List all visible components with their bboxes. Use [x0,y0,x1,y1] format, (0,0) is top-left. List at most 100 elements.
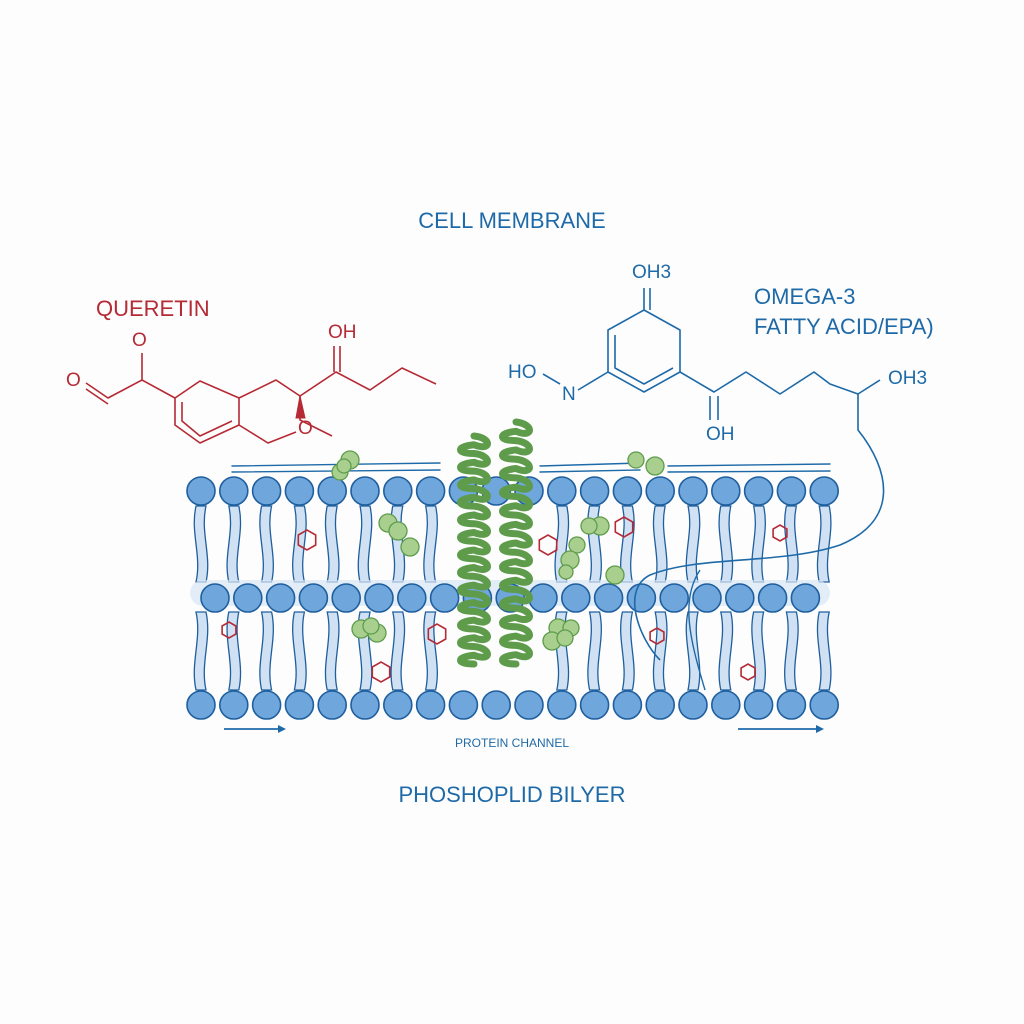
lipid-head [593,583,624,613]
hexagon-molecule-icon [371,661,391,683]
hexagon-molecule-icon [614,516,634,538]
hexagon-molecule-icon [221,621,237,639]
lipid-head [251,476,282,506]
lipid-head [645,690,676,720]
lipid-head [396,583,427,613]
lipid-head [219,476,249,506]
omega3-label-line1: OMEGA-3 [754,284,856,309]
lipid-tail [685,611,701,691]
lipid-tail [193,611,209,691]
lipid-head [710,690,741,720]
quercetin-wedge-bond [295,395,306,419]
lipid-tail [357,505,373,583]
lipid-tail [292,505,307,583]
omega3-atom-oh3-right: OH3 [888,368,928,389]
lipid-head [186,690,216,720]
lipid-tail [718,505,734,583]
membrane-surface-line [539,469,641,473]
green-bead [388,521,408,541]
quercetin-label: QUERETIN [96,296,210,321]
green-bead [568,536,586,554]
lipid-tail [620,611,635,691]
lipid-head [382,476,413,506]
lipid-head [528,583,558,613]
lipid-tail [193,505,209,583]
green-bead [605,565,625,585]
green-bead [362,617,380,635]
lipid-tail [751,505,766,583]
alpha-helix-protein-icon [457,432,491,668]
omega3-chain-tail [633,394,885,661]
lipid-head [448,690,479,720]
quercetin-atom-o-top: O [132,330,147,351]
arrow-right-icon [816,725,824,733]
alpha-helix-protein-icon [499,418,533,668]
lipid-head [317,476,348,506]
lipid-head [200,583,230,613]
lipid-head [382,690,413,720]
lipid-head [546,690,577,720]
lipid-head [743,690,774,720]
lipid-head [331,583,362,613]
lipid-head [284,476,315,506]
lipid-head [298,583,329,613]
quercetin-bond [311,425,333,437]
quercetin-bond [181,402,233,437]
hexagon-molecule-icon [297,529,317,551]
lipid-tail [685,505,701,583]
lipid-head [579,690,610,720]
lipid-head [579,476,610,506]
lipid-head [678,690,708,720]
lipid-tail [226,611,242,691]
lipid-head [724,583,755,613]
quercetin-atom-oh: OH [328,322,357,343]
hexagon-molecule-icon [538,534,558,556]
lipid-head [481,690,512,720]
lipid-tail [390,611,406,691]
hexagon-molecule-icon [427,623,447,645]
lipid-head [612,690,643,720]
green-bead [580,517,598,535]
omega3-bond [577,371,609,391]
lipid-tail [259,505,274,583]
omega3-atom-oh3-top: OH3 [632,262,672,283]
membrane-inclusions [221,450,788,683]
lipid-tail [784,611,799,691]
quercetin-structure [85,346,437,444]
lipid-head [364,583,394,613]
lipid-tail [652,611,668,691]
hexagon-molecule-icon [772,524,788,542]
omega3-atom-n: N [562,384,576,405]
green-bead [558,564,574,580]
lipid-head [350,476,380,506]
lipid-head [776,476,807,506]
lipid-head [317,690,348,720]
lipid-tail [816,505,832,583]
lipid-head [546,476,577,506]
lipid-head [692,583,722,613]
lipid-tail [751,611,766,691]
lipid-tail [259,611,274,691]
membrane-surface-line [667,470,831,473]
lipid-tail [324,505,340,583]
omega3-bond [614,335,674,385]
lipid-head [350,690,380,720]
quercetin-atom-o-left: O [66,370,81,391]
lipid-head [251,690,282,720]
hexagon-molecule-icon [740,663,756,681]
lipid-head [710,476,741,506]
omega3-bond [542,373,561,385]
flow-arrows [224,725,824,733]
phospholipid-bilayer-title: PHOSHOPLID BILYER [398,782,626,807]
lipid-head [219,690,249,720]
lipid-head [809,476,840,506]
lipid-tail [784,505,799,583]
omega3-bond [607,288,681,393]
lipid-head [612,476,643,506]
lipid-tail [226,505,242,583]
lipid-head [678,476,708,506]
lipid-head [186,476,216,506]
quercetin-bond [85,388,109,405]
quercetin-bond [85,379,240,444]
